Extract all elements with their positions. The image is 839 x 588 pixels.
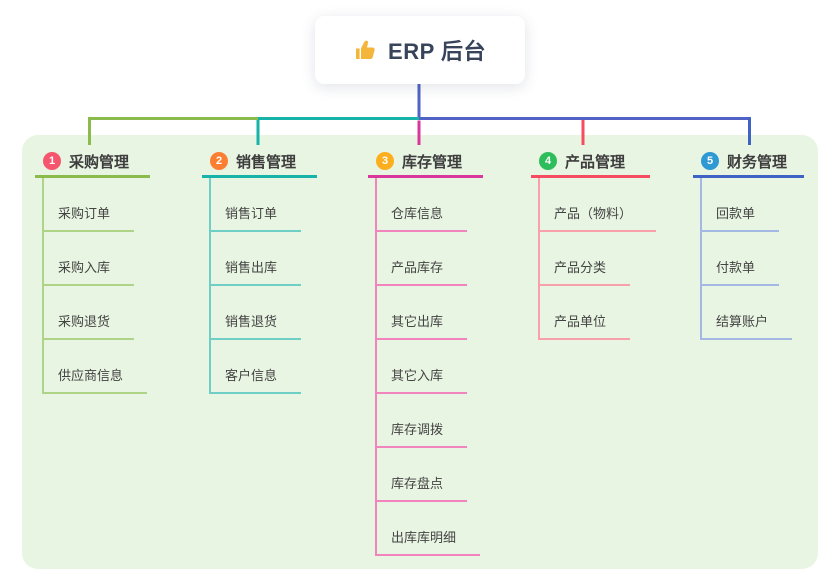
child-label[interactable]: 库存盘点 (377, 473, 468, 502)
child-label[interactable]: 回款单 (702, 203, 780, 232)
child-item: 其它入库 (377, 340, 480, 394)
branch-index-badge: 5 (701, 152, 719, 170)
thumbs-up-icon (356, 40, 375, 59)
child-label[interactable]: 库存调拨 (377, 419, 468, 448)
child-item: 其它出库 (377, 286, 480, 340)
child-label[interactable]: 其它入库 (377, 365, 468, 394)
branch-finance: 5 财务管理 回款单 付款单 结算账户 (693, 147, 804, 340)
branch-header[interactable]: 4 产品管理 (531, 147, 650, 178)
branch-label: 采购管理 (69, 153, 130, 171)
branch-children: 仓库信息 产品库存 其它出库 其它入库 库存调拨 库存盘点 出库库明细 (375, 178, 481, 556)
branch-inventory: 3 库存管理 仓库信息 产品库存 其它出库 其它入库 库存调拨 库存盘点 出库库… (368, 147, 483, 556)
child-label[interactable]: 销售退货 (211, 311, 302, 340)
child-item: 库存调拨 (377, 394, 480, 448)
child-label[interactable]: 客户信息 (211, 365, 302, 394)
child-item: 采购退货 (44, 286, 147, 340)
child-item: 结算账户 (702, 286, 793, 340)
child-item: 销售退货 (211, 286, 302, 340)
child-label[interactable]: 供应商信息 (44, 365, 148, 394)
branch-label: 销售管理 (236, 153, 297, 171)
branch-purchase: 1 采购管理 采购订单 采购入库 采购退货 供应商信息 (35, 147, 150, 394)
child-item: 产品库存 (377, 232, 480, 286)
child-label[interactable]: 销售订单 (211, 203, 302, 232)
branch-sales: 2 销售管理 销售订单 销售出库 销售退货 客户信息 (202, 147, 317, 394)
branch-label: 财务管理 (727, 153, 788, 171)
child-item: 出库库明细 (377, 502, 481, 556)
child-label[interactable]: 其它出库 (377, 311, 468, 340)
child-item: 库存盘点 (377, 448, 480, 502)
child-item: 产品（物料） (540, 178, 657, 232)
branch-children: 销售订单 销售出库 销售退货 客户信息 (209, 178, 302, 394)
child-item: 销售出库 (211, 232, 302, 286)
child-item: 回款单 (702, 178, 792, 232)
child-label[interactable]: 产品单位 (540, 311, 631, 340)
child-item: 采购订单 (44, 178, 147, 232)
branch-header[interactable]: 3 库存管理 (368, 147, 483, 178)
child-label[interactable]: 产品（物料） (540, 203, 657, 232)
child-label[interactable]: 结算账户 (702, 311, 793, 340)
child-item: 客户信息 (211, 340, 302, 394)
child-item: 供应商信息 (44, 340, 148, 394)
branch-children: 产品（物料） 产品分类 产品单位 (538, 178, 657, 340)
branch-children: 回款单 付款单 结算账户 (700, 178, 793, 340)
branch-header[interactable]: 5 财务管理 (693, 147, 804, 178)
branch-header[interactable]: 2 销售管理 (202, 147, 317, 178)
branch-label: 产品管理 (565, 153, 626, 171)
child-item: 产品单位 (540, 286, 656, 340)
child-label[interactable]: 付款单 (702, 257, 780, 286)
branches-panel (22, 135, 818, 569)
child-label[interactable]: 仓库信息 (377, 203, 468, 232)
branch-product: 4 产品管理 产品（物料） 产品分类 产品单位 (531, 147, 657, 340)
branch-header[interactable]: 1 采购管理 (35, 147, 150, 178)
child-item: 产品分类 (540, 232, 656, 286)
child-label[interactable]: 产品库存 (377, 257, 468, 286)
branch-index-badge: 2 (210, 152, 228, 170)
child-label[interactable]: 出库库明细 (377, 527, 481, 556)
child-label[interactable]: 销售出库 (211, 257, 302, 286)
child-label[interactable]: 产品分类 (540, 257, 631, 286)
branch-label: 库存管理 (402, 153, 463, 171)
child-label[interactable]: 采购订单 (44, 203, 135, 232)
child-item: 采购入库 (44, 232, 147, 286)
child-item: 销售订单 (211, 178, 302, 232)
root-title: ERP 后台 (388, 39, 486, 64)
branch-index-badge: 4 (539, 152, 557, 170)
child-label[interactable]: 采购退货 (44, 311, 135, 340)
child-item: 付款单 (702, 232, 792, 286)
branch-index-badge: 3 (376, 152, 394, 170)
child-label[interactable]: 采购入库 (44, 257, 135, 286)
branch-children: 采购订单 采购入库 采购退货 供应商信息 (42, 178, 148, 394)
child-item: 仓库信息 (377, 178, 480, 232)
root-node[interactable]: ERP 后台 (315, 16, 525, 84)
branch-index-badge: 1 (43, 152, 61, 170)
